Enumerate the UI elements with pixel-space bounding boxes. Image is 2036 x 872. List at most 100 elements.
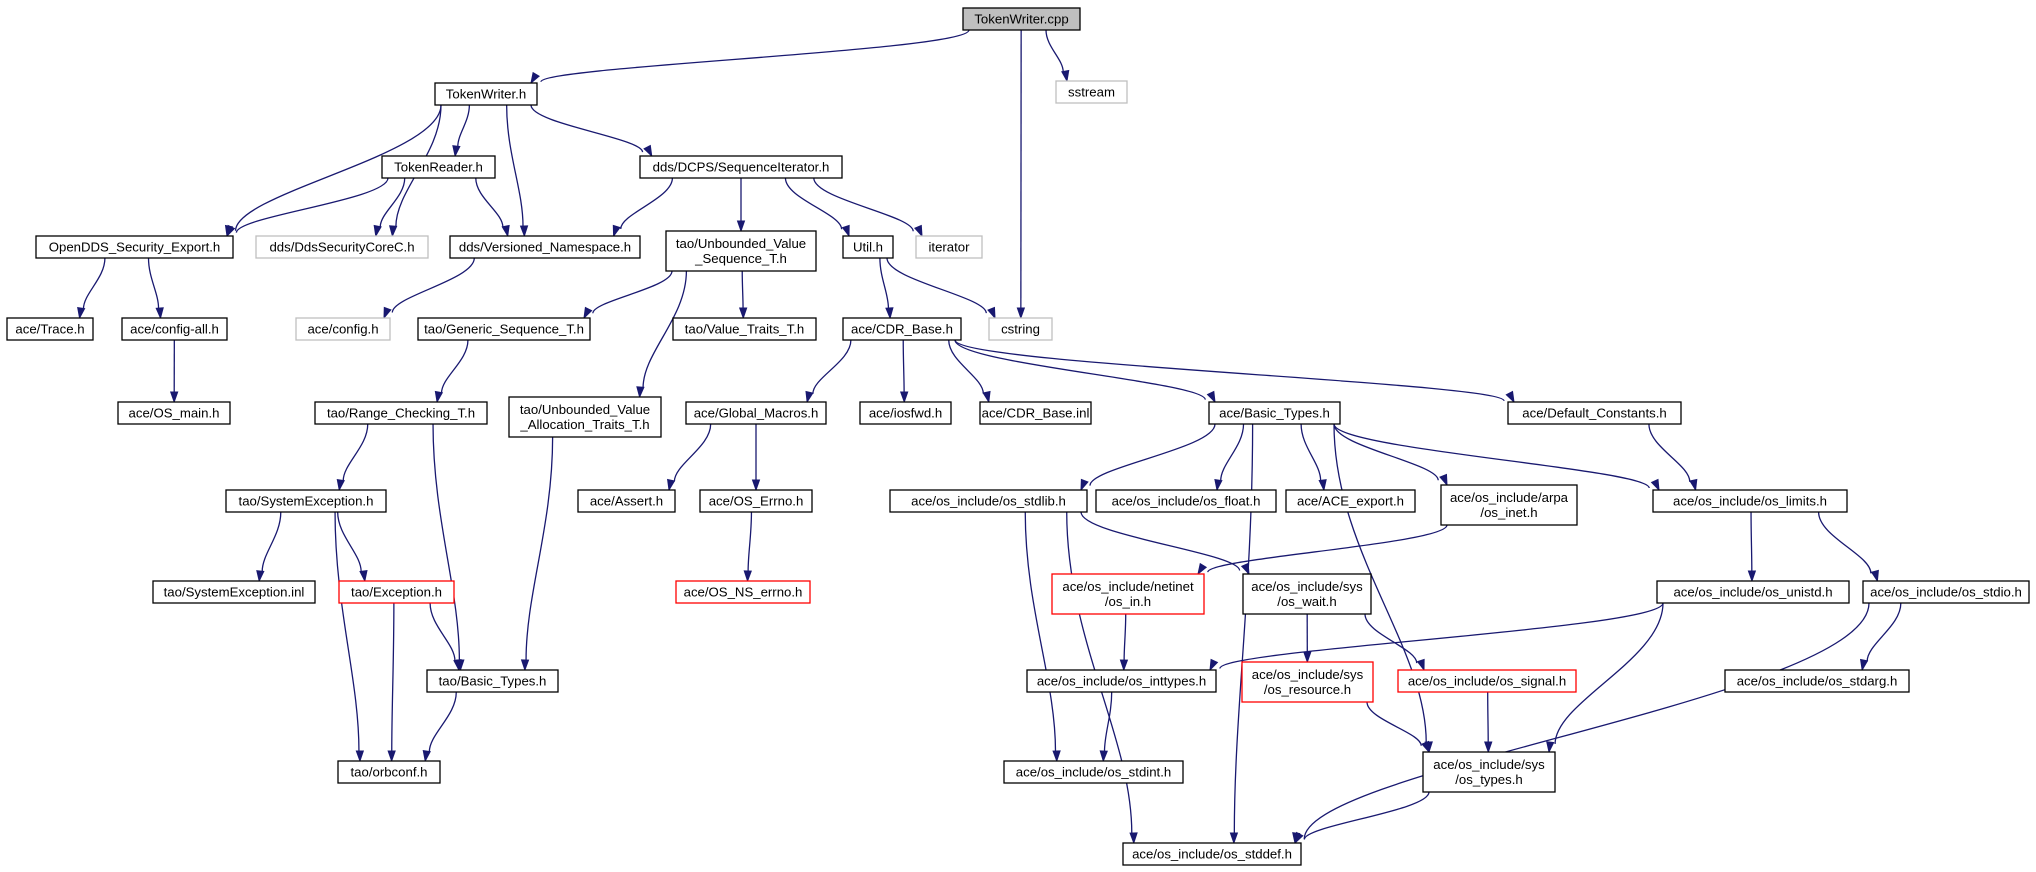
node-ace-os-include-os-float-h[interactable]: ace/os_include/os_float.h	[1095, 489, 1277, 513]
node-tao-range-checking-t-h[interactable]: tao/Range_Checking_T.h	[314, 401, 488, 425]
node-ace-os-include-os-stdarg-h[interactable]: ace/os_include/os_stdarg.h	[1724, 669, 1910, 693]
node-ace-cdr-base-h[interactable]: ace/CDR_Base.h	[842, 317, 962, 341]
node-box	[1026, 669, 1217, 693]
edge-n0-n3	[1016, 29, 1026, 320]
node-label: _Sequence_T.h	[694, 251, 787, 266]
edge-n4-n7	[373, 177, 406, 238]
node-tao-unbounded-value-sequence-t-h[interactable]: tao/Unbounded_Value_Sequence_T.h	[665, 230, 817, 272]
node-ace-basic-types-h[interactable]: ace/Basic_Types.h	[1208, 401, 1341, 425]
node-ace-os-include-os-unistd-h[interactable]: ace/os_include/os_unistd.h	[1656, 580, 1850, 604]
node-ace-os-include-os-limits-h[interactable]: ace/os_include/os_limits.h	[1652, 489, 1848, 513]
node-box	[1422, 751, 1556, 793]
edge-n10-n17	[879, 257, 894, 320]
edge-n24-n29	[1080, 423, 1216, 492]
node-ace-os-main-h[interactable]: ace/OS_main.h	[117, 401, 231, 425]
node-ace-os-include-sys-os-wait-h[interactable]: ace/os_include/sys/os_wait.h	[1242, 573, 1372, 615]
edge-n19-n41	[432, 423, 465, 672]
edge-n35-n46	[387, 602, 396, 763]
node-ace-trace-h[interactable]: ace/Trace.h	[6, 317, 94, 341]
node-ace-os-include-os-stddef-h[interactable]: ace/os_include/os_stddef.h	[1122, 842, 1302, 866]
node-dds-ddssecuritycorec-h[interactable]: dds/DdsSecurityCoreC.h	[255, 235, 429, 259]
node-label: tao/orbconf.h	[351, 765, 428, 780]
node-label: ace/os_include/os_limits.h	[1673, 494, 1827, 509]
node-ace-os-include-os-inttypes-h[interactable]: ace/os_include/os_inttypes.h	[1026, 669, 1217, 693]
node-ace-cdr-base-inl[interactable]: ace/CDR_Base.inl	[979, 401, 1092, 425]
node-tao-orbconf-h[interactable]: tao/orbconf.h	[337, 760, 441, 784]
node-tokenreader-h[interactable]: TokenReader.h	[381, 155, 496, 179]
node-ace-config-h[interactable]: ace/config.h	[295, 317, 391, 341]
node-box	[1122, 842, 1302, 866]
node-label: ace/OS_main.h	[129, 406, 220, 421]
node-label: /os_in.h	[1105, 594, 1151, 609]
node-ace-ace-export-h[interactable]: ace/ACE_export.h	[1285, 489, 1416, 513]
node-tao-value-traits-t-h[interactable]: tao/Value_Traits_T.h	[672, 317, 817, 341]
node-box	[1397, 669, 1577, 693]
node-ace-os-include-arpa-os-inet-h[interactable]: ace/os_include/arpa/os_inet.h	[1440, 484, 1578, 526]
node-label: Util.h	[853, 240, 883, 255]
node-ace-default-constants-h[interactable]: ace/Default_Constants.h	[1507, 401, 1682, 425]
edge-n42-n47	[1099, 691, 1113, 763]
edge-n40-n49	[1292, 602, 1870, 845]
edge-n25-n33	[1648, 423, 1698, 492]
node-iterator[interactable]: iterator	[915, 235, 983, 259]
edge-n5-n11	[813, 177, 923, 238]
node-label: ace/Global_Macros.h	[694, 406, 819, 421]
node-ace-iosfwd-h[interactable]: ace/iosfwd.h	[859, 401, 952, 425]
edge-n26-n35	[337, 511, 368, 583]
node-ace-os-include-os-stdint-h[interactable]: ace/os_include/os_stdint.h	[1003, 760, 1184, 784]
node-ace-os-include-os-stdlib-h[interactable]: ace/os_include/os_stdlib.h	[889, 489, 1088, 513]
node-ace-assert-h[interactable]: ace/Assert.h	[577, 489, 676, 513]
node-tokenwriter-cpp[interactable]: TokenWriter.cpp	[962, 7, 1081, 31]
node-cstring[interactable]: cstring	[988, 317, 1053, 341]
node-ace-os-include-os-signal-h[interactable]: ace/os_include/os_signal.h	[1397, 669, 1577, 693]
node-tao-generic-sequence-t-h[interactable]: tao/Generic_Sequence_T.h	[417, 317, 591, 341]
node-tao-systemexception-inl[interactable]: tao/SystemException.inl	[152, 580, 316, 604]
edge-n17-n21	[805, 339, 852, 404]
node-box	[337, 760, 441, 784]
node-ace-config-all-h[interactable]: ace/config-all.h	[121, 317, 228, 341]
node-dds-dcps-sequenceiterator-h[interactable]: dds/DCPS/SequenceIterator.h	[639, 155, 843, 179]
node-ace-os-ns-errno-h[interactable]: ace/OS_NS_errno.h	[675, 580, 811, 604]
node-box	[152, 580, 316, 604]
node-label: ace/os_include/netinet	[1062, 579, 1194, 594]
node-box	[979, 401, 1092, 425]
node-tao-exception-h[interactable]: tao/Exception.h	[338, 580, 455, 604]
edge-n32-n37	[1197, 524, 1448, 576]
node-box	[675, 580, 811, 604]
node-box	[988, 317, 1053, 341]
node-tao-basic-types-h[interactable]: tao/Basic_Types.h	[426, 669, 559, 693]
node-tao-unbounded-value-allocation-traits-t-h[interactable]: tao/Unbounded_Value_Allocation_Traits_T.…	[508, 396, 662, 438]
edge-n24-n32	[1333, 423, 1448, 487]
node-util-h[interactable]: Util.h	[842, 235, 894, 259]
edge-n4-n8	[475, 177, 510, 238]
edge-n28-n36	[743, 511, 753, 583]
edge-n24-n31	[1300, 423, 1327, 492]
edge-n9-n16	[738, 270, 748, 320]
node-dds-versioned-namespace-h[interactable]: dds/Versioned_Namespace.h	[449, 235, 641, 259]
node-box	[699, 489, 813, 513]
node-ace-os-include-os-stdio-h[interactable]: ace/os_include/os_stdio.h	[1862, 580, 2030, 604]
node-tokenwriter-h[interactable]: TokenWriter.h	[434, 82, 538, 106]
node-sstream[interactable]: sstream	[1055, 80, 1128, 104]
node-ace-os-include-sys-os-resource-h[interactable]: ace/os_include/sys/os_resource.h	[1241, 661, 1374, 703]
node-label: ace/os_include/os_float.h	[1112, 494, 1261, 509]
node-ace-os-errno-h[interactable]: ace/OS_Errno.h	[699, 489, 813, 513]
edge-n29-n38	[1080, 511, 1250, 576]
node-box	[35, 235, 234, 259]
node-tao-systemexception-h[interactable]: tao/SystemException.h	[225, 489, 387, 513]
node-label: TokenWriter.h	[446, 87, 526, 102]
node-box	[1241, 661, 1374, 703]
node-label: /os_resource.h	[1264, 682, 1351, 697]
edge-n40-n45	[1859, 602, 1902, 672]
node-label: OpenDDS_Security_Export.h	[49, 240, 221, 255]
node-ace-os-include-netinet-os-in-h[interactable]: ace/os_include/netinet/os_in.h	[1051, 573, 1205, 615]
node-label: sstream	[1068, 85, 1115, 100]
edge-n17-n24	[954, 339, 1216, 404]
node-ace-os-include-sys-os-types-h[interactable]: ace/os_include/sys/os_types.h	[1422, 751, 1556, 793]
node-ace-global-macros-h[interactable]: ace/Global_Macros.h	[685, 401, 827, 425]
node-opendds-security-export-h[interactable]: OpenDDS_Security_Export.h	[35, 235, 234, 259]
node-label: ace/os_include/os_unistd.h	[1673, 585, 1832, 600]
edge-n38-n43	[1303, 613, 1312, 664]
